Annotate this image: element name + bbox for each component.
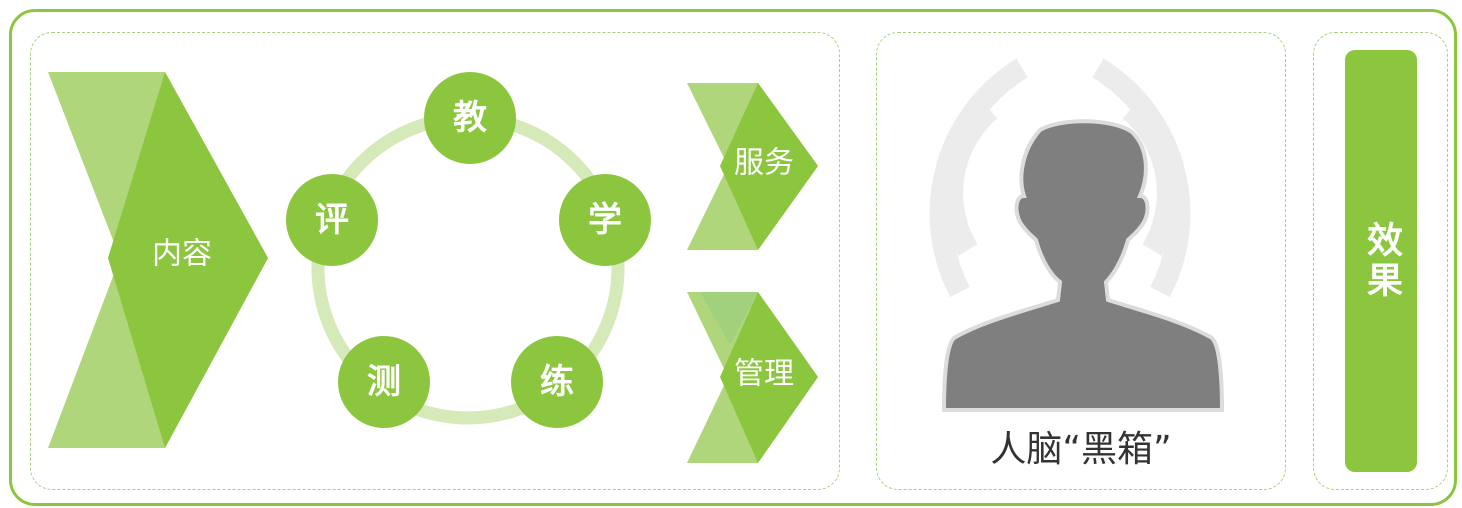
left-panel [30, 32, 840, 490]
service-chevron: 服务 [687, 83, 818, 250]
cycle-step-circle [286, 174, 378, 266]
cycle-step-test: 测 [338, 336, 430, 428]
cycle-step-practice: 练 [511, 336, 603, 428]
cycle-step-label: 练 [540, 362, 574, 402]
cycle-step-circle [559, 174, 651, 266]
black-box-caption: 人脑“黑箱” [990, 429, 1172, 470]
middle-panel [876, 32, 1286, 490]
cycle-step-circle [338, 336, 430, 428]
cycle-step-label: 学 [588, 200, 622, 240]
signal-waves-icon [929, 58, 1191, 298]
cycle-step-label: 评 [315, 200, 349, 240]
management-chevron-label: 管理 [734, 357, 794, 392]
cycle-step-circle [424, 72, 516, 164]
outer-frame [9, 9, 1457, 506]
content-chevron: 内容 [48, 72, 268, 448]
cycle-step-label: 教 [453, 98, 487, 138]
content-chevron-label: 内容 [152, 237, 212, 272]
service-chevron-label: 服务 [734, 146, 794, 181]
right-panel [1313, 32, 1448, 490]
cycle-step-learn: 学 [559, 174, 651, 266]
effect-label: 效果 [1361, 221, 1402, 301]
cycle-step-teach: 教 [424, 72, 516, 164]
cycle-step-circle [511, 336, 603, 428]
effect-bar: 效果 [1345, 50, 1417, 472]
management-chevron: 管理 [687, 292, 818, 463]
cycle-step-evaluate: 评 [286, 174, 378, 266]
person-silhouette-icon [941, 119, 1225, 412]
cycle-step-label: 测 [367, 362, 401, 402]
